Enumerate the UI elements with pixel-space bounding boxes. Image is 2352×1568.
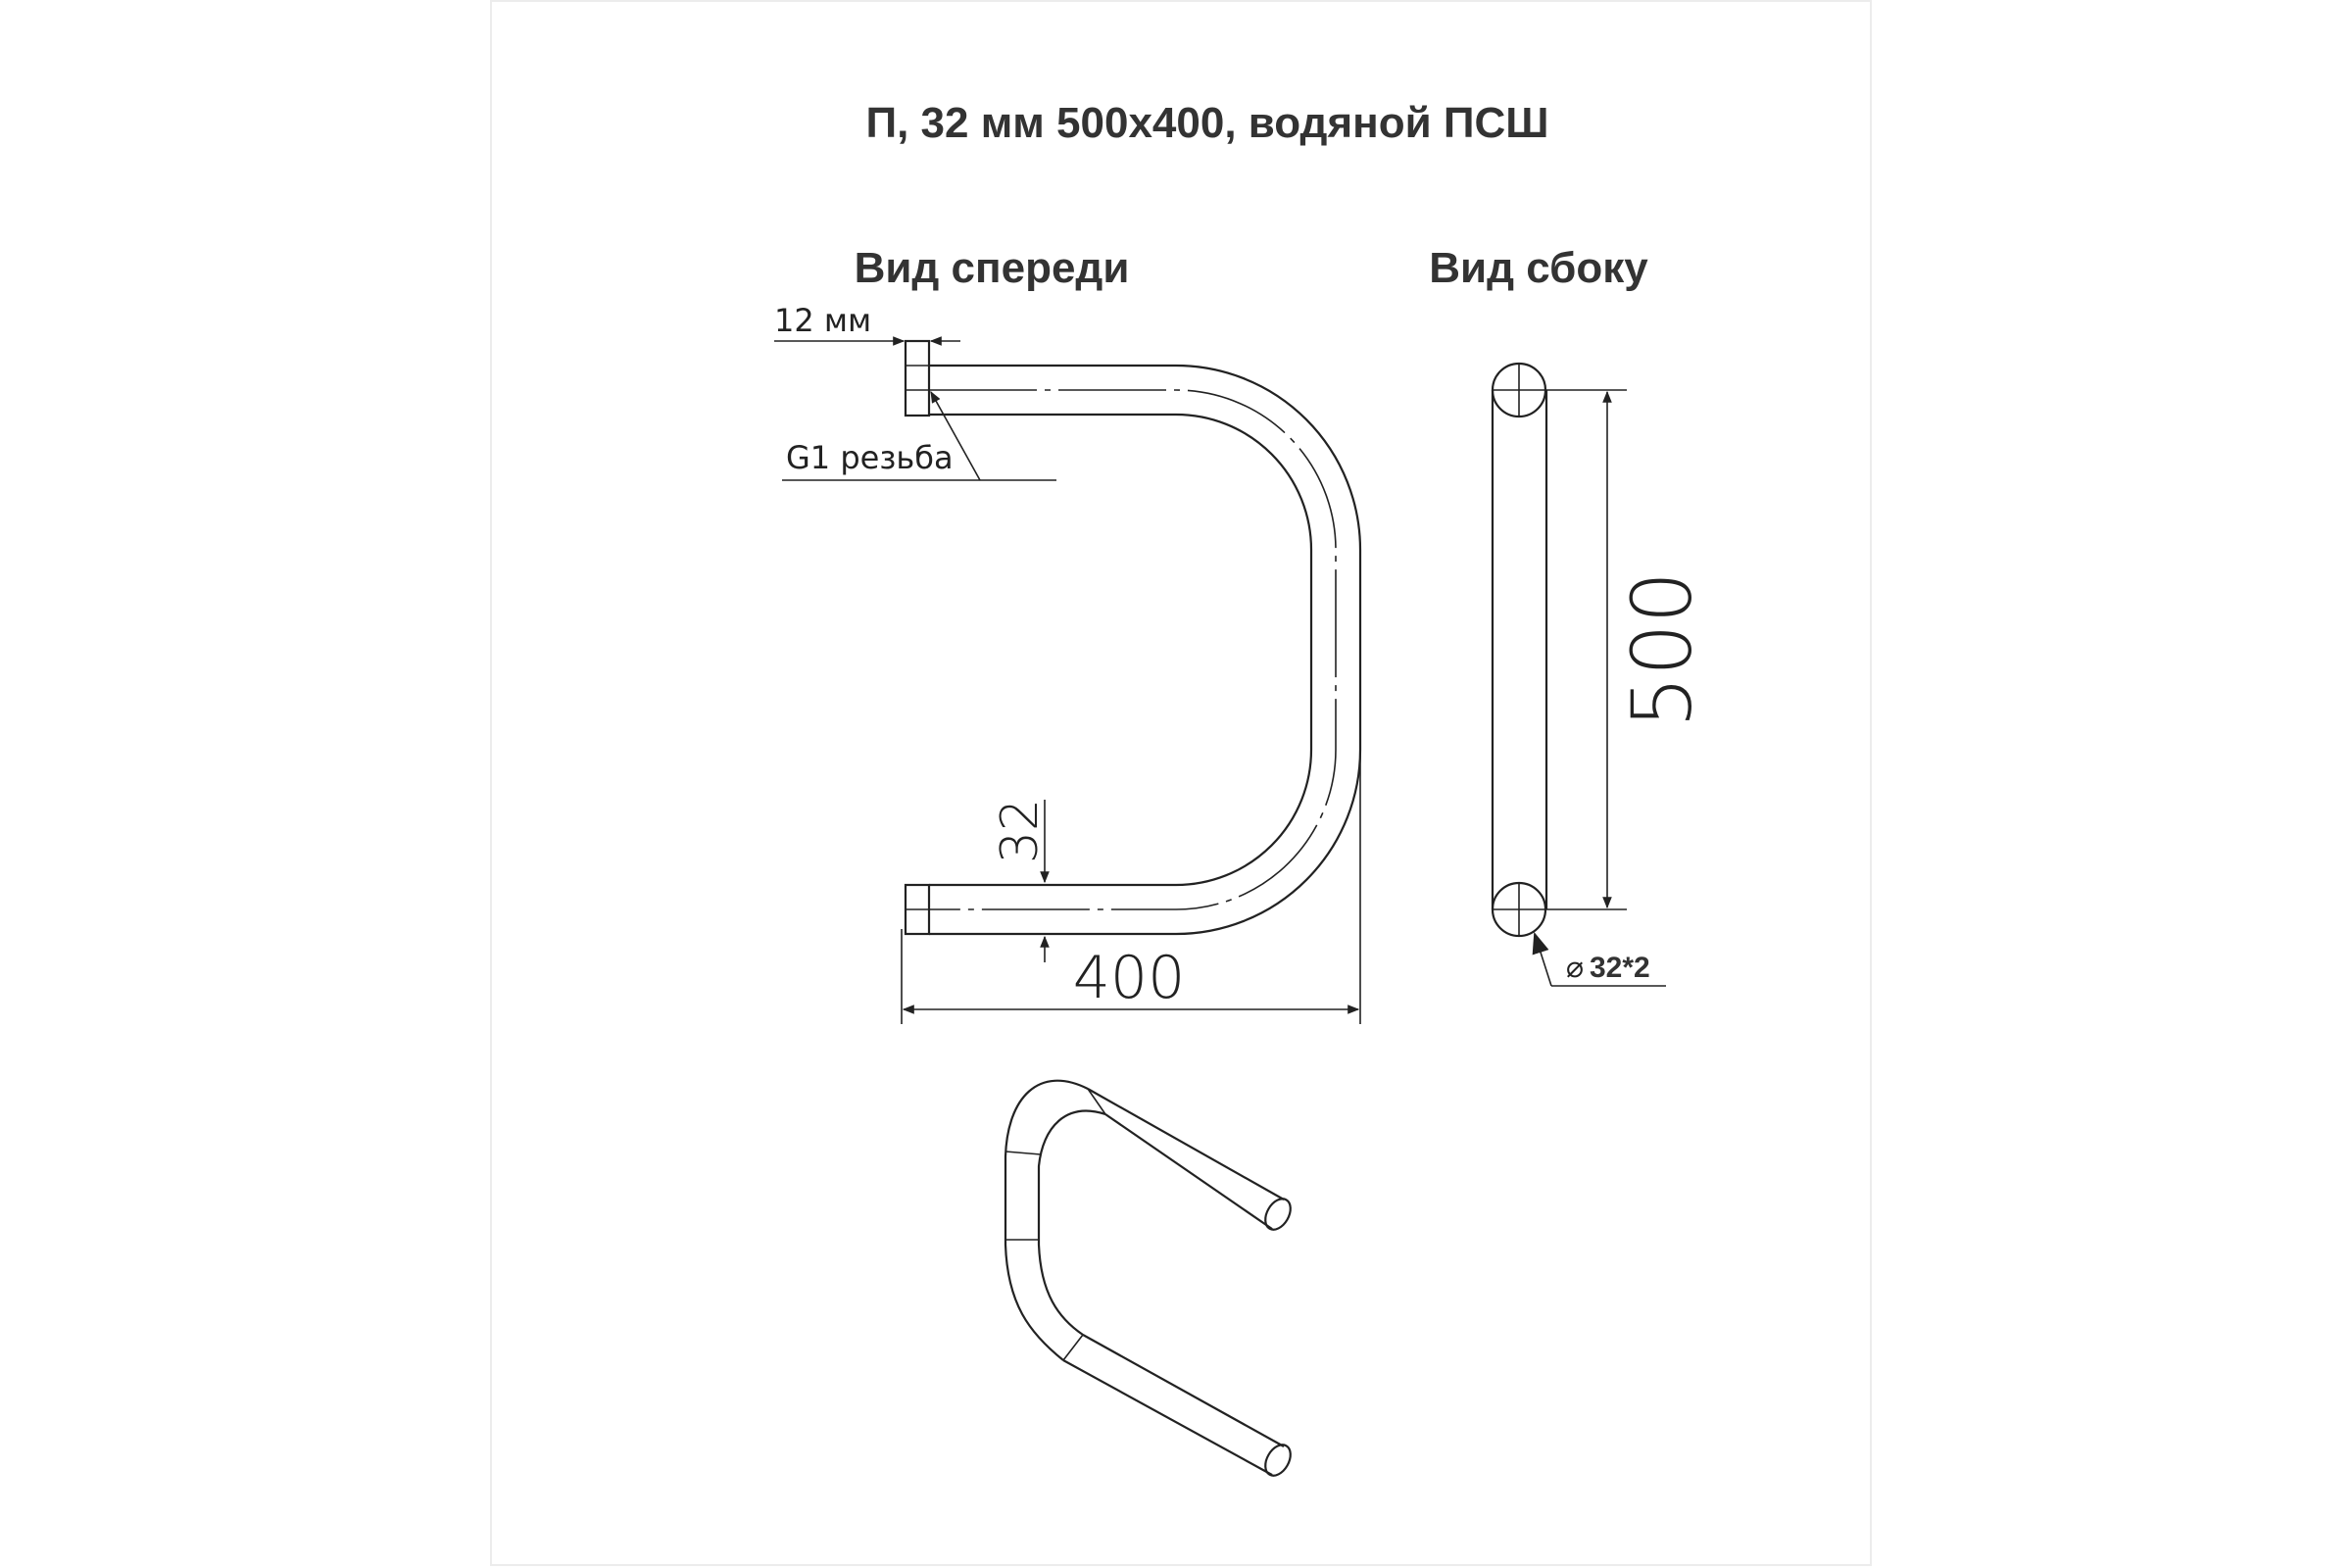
height-label: 500	[1614, 571, 1710, 728]
diameter-symbol: ⌀	[1566, 951, 1584, 985]
pipe-centerline	[929, 389, 1337, 910]
iso-bend-outer	[1004, 1079, 1089, 1361]
pipe-inner-contour	[929, 413, 1313, 887]
pipe-offset-label: 32	[991, 799, 1050, 863]
front-view-label: Вид спереди	[855, 244, 1130, 292]
diameter-label: 32*2	[1590, 952, 1650, 984]
front-view: 12 мм G1 резьба 32 400	[774, 302, 1362, 1024]
drawing-title: П, 32 мм 500х400, водяной ПСШ	[865, 99, 1548, 147]
thread-label: G1 резьба	[786, 439, 954, 476]
top-thread-end	[904, 339, 931, 417]
iso-bend-inner	[1037, 1109, 1106, 1336]
side-view-label: Вид сбоку	[1429, 244, 1648, 292]
width-label: 400	[1073, 944, 1186, 1012]
lower-pipe-end	[1264, 1444, 1292, 1477]
drawing-sheet	[490, 0, 1872, 1566]
thread-width-label: 12 мм	[774, 302, 871, 339]
upper-pipe-end	[1264, 1198, 1292, 1231]
side-view: 500 ⌀ 32*2	[1491, 362, 1710, 987]
pipe-outer-contour	[929, 364, 1362, 936]
isometric-view	[1004, 1079, 1292, 1477]
